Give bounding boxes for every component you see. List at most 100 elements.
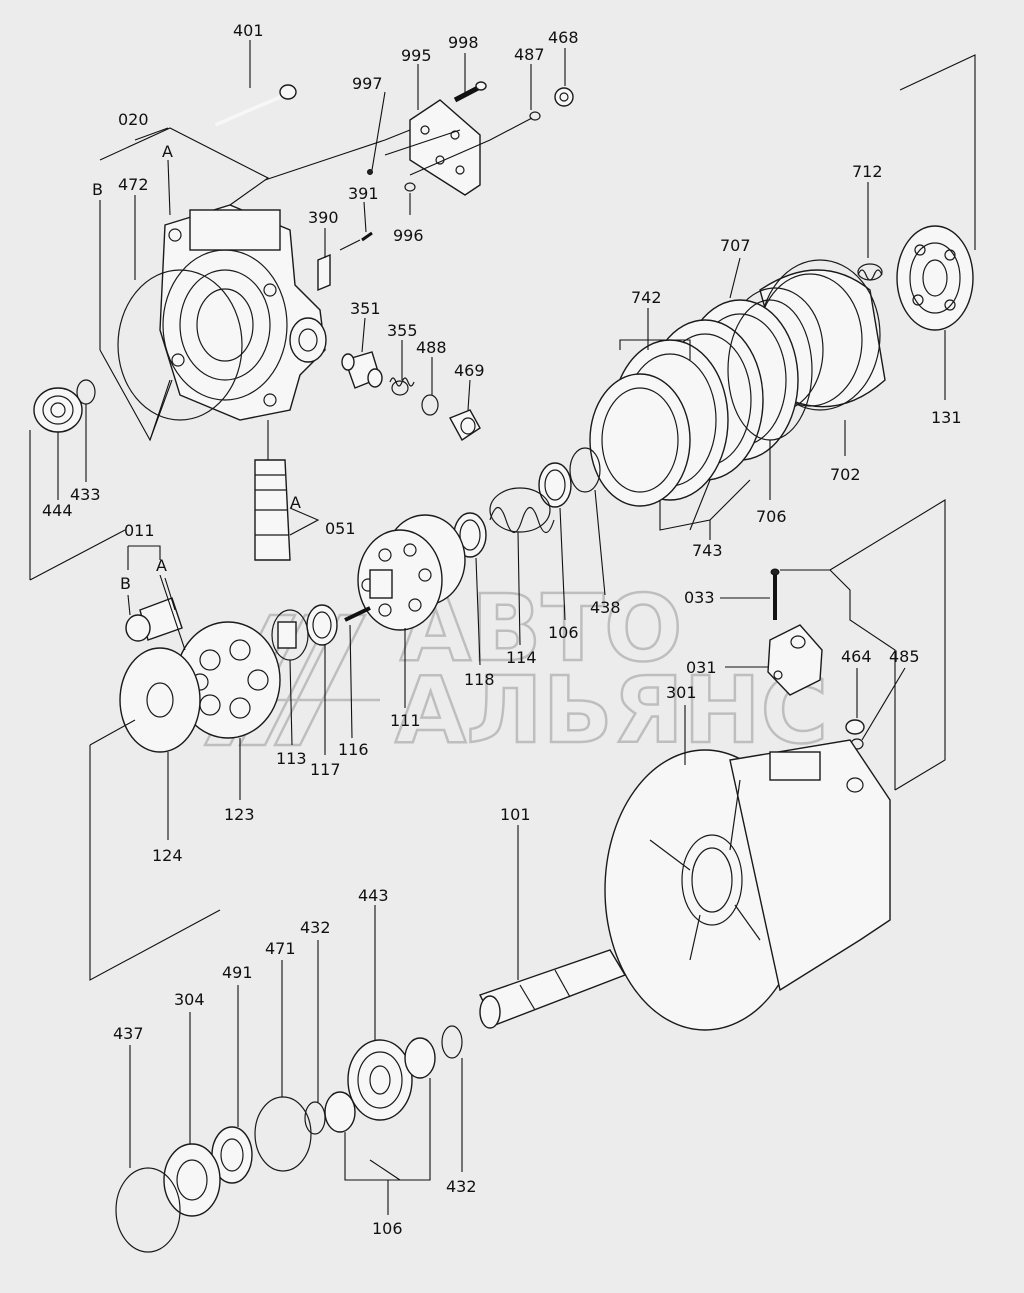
label-488: 488 (416, 338, 447, 357)
bolt-033 (770, 568, 780, 620)
label-433: 433 (70, 485, 101, 504)
label-117: 117 (310, 760, 341, 779)
label-301: 301 (666, 683, 697, 702)
bolt-401 (214, 84, 297, 127)
label-113: 113 (276, 749, 307, 768)
bearing-304 (163, 1143, 221, 1217)
housing-301 (604, 739, 891, 1031)
label-101: 101 (500, 805, 531, 824)
label-443: 443 (358, 886, 389, 905)
label-106-lower: 106 (372, 1219, 403, 1238)
label-707: 707 (720, 236, 751, 255)
valve-031 (767, 624, 823, 696)
screw-998 (453, 81, 487, 103)
label-464: 464 (841, 647, 872, 666)
label-355: 355 (387, 321, 418, 340)
label-033: 033 (684, 588, 715, 607)
o-ring-488 (421, 394, 439, 416)
label-742: 742 (631, 288, 662, 307)
label-438: 438 (590, 598, 621, 617)
shaft-101 (479, 949, 627, 1029)
label-131: 131 (931, 408, 962, 427)
ring-106a (538, 462, 572, 508)
o-ring-996 (404, 182, 416, 192)
spool-351 (341, 351, 383, 389)
label-B-top: B (92, 180, 103, 199)
label-B-011: B (120, 574, 131, 593)
label-471: 471 (265, 939, 296, 958)
label-390: 390 (308, 208, 339, 227)
plate-390 (317, 253, 331, 292)
label-444: 444 (42, 501, 73, 520)
spring-114 (489, 487, 555, 534)
watermark: АВТО АЛЬЯНС (195, 574, 829, 765)
label-304: 304 (174, 990, 205, 1009)
label-437: 437 (113, 1024, 144, 1043)
bearing-444 (33, 387, 83, 433)
label-491: 491 (222, 963, 253, 982)
plug-469 (449, 409, 481, 442)
label-996: 996 (393, 226, 424, 245)
leader-lines-middle (89, 545, 406, 981)
label-351: 351 (350, 299, 381, 318)
plate-123 (175, 621, 281, 739)
watermark-line2: АЛЬЯНС (395, 657, 828, 764)
label-A-011: A (156, 556, 167, 575)
snap-ring-433 (76, 379, 96, 405)
label-995: 995 (401, 46, 432, 65)
leader-lines-bottom (129, 499, 946, 1215)
o-ring-487 (529, 111, 541, 121)
plug-468 (554, 87, 574, 107)
label-469: 469 (454, 361, 485, 380)
shoe-holder-113 (271, 609, 309, 661)
label-998: 998 (448, 33, 479, 52)
label-123: 123 (224, 805, 255, 824)
motor-head-casing (159, 204, 327, 421)
o-ring-471 (254, 1096, 312, 1172)
label-011: 011 (124, 521, 155, 540)
leader-lines-top (29, 40, 566, 581)
ring-106b (324, 1037, 436, 1133)
label-702: 702 (830, 465, 861, 484)
valve-block-995 (409, 99, 481, 196)
label-432-upper: 432 (300, 918, 331, 937)
label-401: 401 (233, 21, 264, 40)
label-106-upper: 106 (548, 623, 579, 642)
swash-plate-124 (119, 647, 201, 753)
label-391: 391 (348, 184, 379, 203)
cover-131 (896, 225, 974, 331)
label-485: 485 (889, 647, 920, 666)
label-997: 997 (352, 74, 383, 93)
label-111: 111 (390, 711, 421, 730)
pin-116 (344, 606, 371, 622)
label-118: 118 (464, 670, 495, 689)
label-432-lower: 432 (446, 1177, 477, 1196)
o-ring-472 (117, 269, 243, 421)
label-487: 487 (514, 45, 545, 64)
pin-997 (367, 169, 373, 175)
plug-464 (845, 719, 865, 735)
valve-051 (254, 459, 291, 561)
label-051: 051 (325, 519, 356, 538)
plates-742 (589, 299, 799, 507)
label-116: 116 (338, 740, 369, 759)
ring-117 (306, 604, 338, 646)
snap-ring-432a (441, 1025, 463, 1059)
spring-355 (389, 377, 415, 396)
label-124: 124 (152, 846, 183, 865)
pin-391 (361, 231, 373, 242)
part-labels: 401 995 998 487 468 997 020 A B 472 391 … (42, 21, 962, 1238)
label-A-051: A (290, 493, 301, 512)
label-472: 472 (118, 175, 149, 194)
label-706: 706 (756, 507, 787, 526)
spring-712 (857, 263, 883, 281)
label-020: 020 (118, 110, 149, 129)
leader-lines-right (475, 54, 976, 666)
label-A-top: A (162, 142, 173, 161)
label-712: 712 (852, 162, 883, 181)
label-468: 468 (548, 28, 579, 47)
label-743: 743 (692, 541, 723, 560)
label-031: 031 (686, 658, 717, 677)
